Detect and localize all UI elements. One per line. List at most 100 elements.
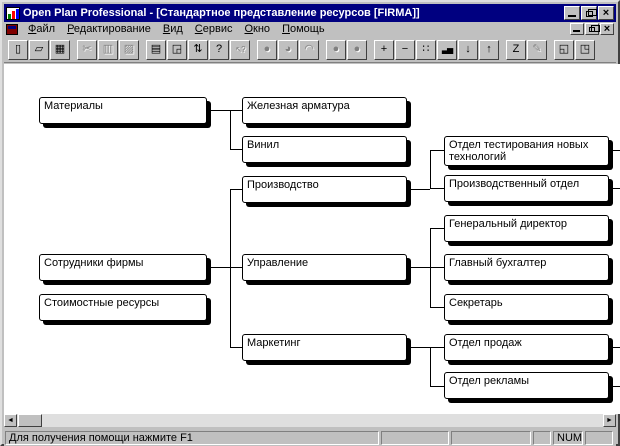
connector-line — [430, 228, 444, 229]
restore-icon — [586, 9, 597, 17]
horizontal-scrollbar[interactable]: ◄ ► — [4, 414, 616, 427]
move-down-button[interactable]: ↓ — [458, 39, 478, 60]
document-icon[interactable] — [6, 23, 18, 35]
restore-button[interactable] — [581, 6, 597, 20]
org-box[interactable]: Производство — [242, 176, 407, 203]
org-box[interactable]: Управление — [242, 254, 407, 281]
move-down-icon: ↓ — [465, 43, 471, 55]
remove-icon: − — [401, 43, 409, 55]
org-box[interactable]: Производственный отдел — [444, 175, 609, 202]
cut-icon: ✂ — [82, 43, 92, 55]
menu-item-сервис[interactable]: Сервис — [194, 22, 233, 35]
menu-item-файл[interactable]: Файл — [28, 22, 56, 35]
paste-icon: ▨ — [123, 43, 135, 55]
cut-button: ✂ — [77, 39, 97, 60]
connector-line — [230, 110, 242, 111]
arch-tool-button: ◠ — [299, 39, 319, 60]
minimize-icon — [573, 30, 580, 32]
move-up-icon: ↑ — [486, 43, 492, 55]
exchange-button[interactable]: ⇅ — [188, 39, 208, 60]
move-up-button[interactable]: ↑ — [479, 39, 499, 60]
org-box[interactable]: Отдел рекламы — [444, 372, 609, 399]
cascade-bars-button[interactable]: ▃▅ — [437, 39, 457, 60]
window-layout-button[interactable]: ◱ — [554, 39, 574, 60]
connector-line — [430, 150, 444, 151]
org-box[interactable]: Железная арматура — [242, 97, 407, 124]
window-cascade-button[interactable]: ◳ — [575, 39, 595, 60]
org-box[interactable]: Винил — [242, 136, 407, 163]
circle-tool-2-icon: ● — [332, 43, 340, 55]
menu-item-помощь[interactable]: Помощь — [282, 22, 325, 35]
org-box[interactable]: Главный бухгалтер — [444, 254, 609, 281]
status-panel — [585, 431, 613, 445]
menu-item-редактирование[interactable]: Редактирование — [67, 22, 151, 35]
link-dots-button[interactable]: ∷ — [416, 39, 436, 60]
num-lock-indicator: NUM — [553, 431, 583, 445]
new-button[interactable]: ▯ — [8, 39, 28, 60]
connector-line — [430, 188, 444, 189]
connector-line — [430, 347, 444, 348]
app-icon[interactable] — [6, 6, 20, 20]
close-button[interactable]: × — [598, 6, 614, 20]
add-button[interactable]: + — [374, 39, 394, 60]
toolbar: ▯▱▦✂▥▨▤◲⇅?↖?●◕◠●●+−∷▃▅↓↑Z✎◱◳ — [4, 37, 616, 63]
child-restore-button[interactable] — [585, 23, 600, 35]
connector-line — [430, 307, 444, 308]
connector-line — [430, 386, 444, 387]
print-button[interactable]: ▤ — [146, 39, 166, 60]
minimize-button[interactable] — [564, 6, 580, 20]
connector-line — [430, 150, 431, 189]
arch-tool-icon: ◠ — [304, 43, 314, 55]
zigzag-icon: Z — [512, 43, 520, 55]
scroll-right-button[interactable]: ► — [603, 414, 616, 427]
arrow-left-icon: ◄ — [7, 417, 14, 424]
connector-line — [230, 149, 242, 150]
help-icon: ? — [215, 43, 223, 55]
exchange-icon: ⇅ — [193, 43, 203, 55]
status-panel — [451, 431, 531, 445]
circle-tool-3-icon: ● — [353, 43, 361, 55]
connector-line — [230, 110, 231, 149]
menu-item-вид[interactable]: Вид — [162, 22, 183, 35]
paste-button: ▨ — [119, 39, 139, 60]
org-box[interactable]: Отдел продаж — [444, 334, 609, 361]
restore-icon — [589, 25, 600, 32]
save-button[interactable]: ▦ — [50, 39, 70, 60]
help-button[interactable]: ? — [209, 39, 229, 60]
zigzag-button[interactable]: Z — [506, 39, 526, 60]
cascade-bars-icon: ▃▅ — [441, 44, 453, 54]
title-bar: Open Plan Professional - [Стандартное пр… — [4, 4, 616, 22]
child-minimize-button[interactable] — [570, 23, 584, 35]
scrollbar-thumb[interactable] — [18, 414, 42, 427]
circle-tool-3-button: ● — [347, 39, 367, 60]
copy-button: ▥ — [98, 39, 118, 60]
menu-item-окно[interactable]: Окно — [244, 22, 271, 35]
org-box[interactable]: Секретарь — [444, 294, 609, 321]
arrow-right-icon: ► — [606, 417, 613, 424]
form-button: ✎ — [527, 39, 547, 60]
minimize-icon — [568, 15, 576, 17]
org-box[interactable]: Генеральный директор — [444, 215, 609, 242]
org-box[interactable]: Отдел тестирования новых технологий — [444, 136, 609, 166]
connector-line — [609, 347, 620, 348]
connector-line — [609, 188, 620, 189]
connector-line — [430, 228, 431, 307]
print-preview-button[interactable]: ◲ — [167, 39, 187, 60]
open-button[interactable]: ▱ — [29, 39, 49, 60]
status-message: Для получения помощи нажмите F1 — [5, 431, 379, 445]
remove-button[interactable]: − — [395, 39, 415, 60]
new-icon: ▯ — [14, 43, 22, 55]
org-box[interactable]: Маркетинг — [242, 334, 407, 361]
org-box[interactable]: Сотрудники фирмы — [39, 254, 207, 281]
print-icon: ▤ — [150, 43, 162, 55]
copy-icon: ▥ — [102, 43, 114, 55]
org-box[interactable]: Стоимостные ресурсы — [39, 294, 207, 321]
status-panel — [381, 431, 449, 445]
child-close-button[interactable]: × — [600, 23, 614, 35]
connector-line — [407, 267, 430, 268]
scroll-left-button[interactable]: ◄ — [4, 414, 17, 427]
org-box[interactable]: Материалы — [39, 97, 207, 124]
link-dots-icon: ∷ — [422, 43, 430, 55]
